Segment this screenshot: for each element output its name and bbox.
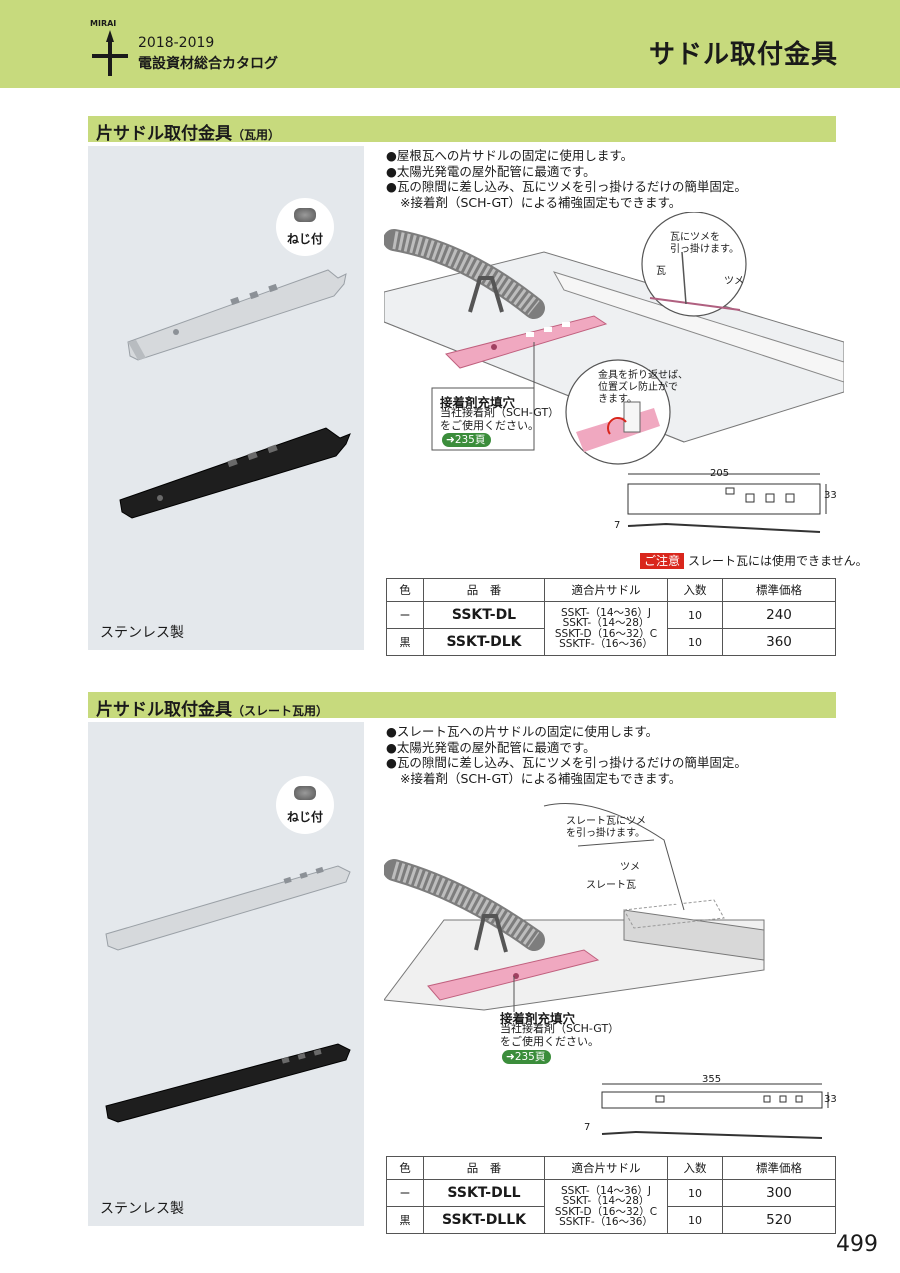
table-row: 黒 SSKT-DLK 10 360 <box>386 628 836 656</box>
hook-note: 瓦にツメを 引っ掛けます。 <box>670 232 739 255</box>
dim-length: 355 <box>702 1074 722 1085</box>
adhesive-hole-text: 当社接着剤（SCH-GT） をご使用ください。 <box>500 1022 620 1048</box>
section-2-bar: 片サドル取付金具（スレート瓦用） <box>88 692 836 720</box>
screw-icon <box>294 208 316 222</box>
section-1-title: 片サドル取付金具（瓦用） <box>96 124 281 144</box>
dim-width: 33 <box>824 1094 837 1105</box>
dim-height: 7 <box>614 520 621 531</box>
table-row: ー SSKT-DLL SSKT-（14〜36）J SSKT-（14〜28） SS… <box>386 1179 836 1234</box>
feature-item: ※接着剤（SCH-GT）による補強固定もできます。 <box>400 194 682 210</box>
compatible-saddles: SSKT-（14〜36）J SSKT-（14〜28） SSKT-D（16〜32）… <box>544 1179 668 1234</box>
table-row: 黒 SSKT-DLLK 10 520 <box>386 1206 836 1234</box>
feature-item: ※接着剤（SCH-GT）による補強固定もできます。 <box>400 770 682 786</box>
page-ref-link[interactable]: ➜235頁 <box>502 1050 552 1064</box>
section-1-photo: ねじ付 ステンレス製 <box>88 146 364 650</box>
caution-tag: ご注意 <box>640 553 685 569</box>
svg-text:MIRAI: MIRAI <box>90 19 116 28</box>
adhesive-hole-title: 接着剤充填穴 <box>500 1011 576 1026</box>
section-1-dimension-drawing <box>627 473 827 533</box>
dim-length: 205 <box>710 468 730 479</box>
feature-item: ●スレート瓦への片サドルの固定に使用します。 <box>386 724 659 739</box>
tile-label: 瓦 <box>656 266 666 277</box>
table-header-row: 色 品 番 適合片サドル 入数 標準価格 <box>386 578 836 602</box>
tile-label: スレート瓦 <box>586 880 636 891</box>
mirai-logo: MIRAI <box>90 19 128 76</box>
feature-item: ●太陽光発電の屋外配管に最適です。 <box>386 163 596 179</box>
screw-icon <box>294 786 316 800</box>
claw-label: ツメ <box>724 276 744 287</box>
hook-note: スレート瓦にツメ を引っ掛けます。 <box>566 816 646 839</box>
section-2-product-image <box>105 865 351 1123</box>
section-1-spec-table: 色 品 番 適合片サドル 入数 標準価格 ー SSKT-DL SSKT-（14〜… <box>386 578 836 656</box>
page-title: サドル取付金具 <box>648 40 838 70</box>
feature-item: ●瓦の隙間に差し込み、瓦にツメを引っ掛けるだけの簡単固定。 <box>386 755 747 770</box>
catalog-name: 電設資材総合カタログ <box>138 56 278 72</box>
section-1-bar: 片サドル取付金具（瓦用） <box>88 116 836 144</box>
arrow-right-icon: ➜ <box>506 1051 515 1063</box>
screw-badge: ねじ付 <box>276 198 334 256</box>
header-band <box>0 0 900 88</box>
caution-note: ご注意スレート瓦には使用できません。 <box>640 552 868 569</box>
section-1-material: ステンレス製 <box>100 625 184 641</box>
section-2-title: 片サドル取付金具（スレート瓦用） <box>96 700 329 720</box>
arrow-right-icon: ➜ <box>446 434 455 446</box>
catalog-year: 2018-2019 <box>138 35 215 51</box>
screw-badge: ねじ付 <box>276 776 334 834</box>
section-2-install-diagram <box>384 803 765 1012</box>
section-1-features: ●屋根瓦への片サドルの固定に使用します。 ●太陽光発電の屋外配管に最適です。 ●… <box>386 148 747 210</box>
claw-label: ツメ <box>620 862 640 873</box>
section-2-photo: ねじ付 ステンレス製 <box>88 722 364 1226</box>
section-2-material: ステンレス製 <box>100 1201 184 1217</box>
section-2-spec-table: 色 品 番 適合片サドル 入数 標準価格 ー SSKT-DLL SSKT-（14… <box>386 1156 836 1234</box>
page-number: 499 <box>836 1232 878 1257</box>
page-ref-link[interactable]: ➜235頁 <box>442 433 492 447</box>
adhesive-hole-title: 接着剤充填穴 <box>440 395 516 410</box>
section-1-product-image <box>119 269 351 519</box>
section-2-dimension-drawing <box>601 1083 829 1139</box>
feature-item: ●太陽光発電の屋外配管に最適です。 <box>386 739 596 755</box>
table-row: ー SSKT-DL SSKT-（14〜36）J SSKT-（14〜28） SSK… <box>386 601 836 656</box>
feature-item: ●屋根瓦への片サドルの固定に使用します。 <box>386 148 634 163</box>
fold-note: 金具を折り返せば、 位置ズレ防止がで きます。 <box>598 370 688 405</box>
dim-width: 33 <box>824 490 837 501</box>
dim-height: 7 <box>584 1122 591 1133</box>
section-1-install-diagram <box>384 212 844 465</box>
feature-item: ●瓦の隙間に差し込み、瓦にツメを引っ掛けるだけの簡単固定。 <box>386 179 747 194</box>
compatible-saddles: SSKT-（14〜36）J SSKT-（14〜28） SSKT-D（16〜32）… <box>544 601 668 656</box>
section-2-features: ●スレート瓦への片サドルの固定に使用します。 ●太陽光発電の屋外配管に最適です。… <box>386 724 747 786</box>
table-header-row: 色 品 番 適合片サドル 入数 標準価格 <box>386 1156 836 1180</box>
adhesive-hole-text: 当社接着剤（SCH-GT） をご使用ください。 <box>440 406 560 432</box>
